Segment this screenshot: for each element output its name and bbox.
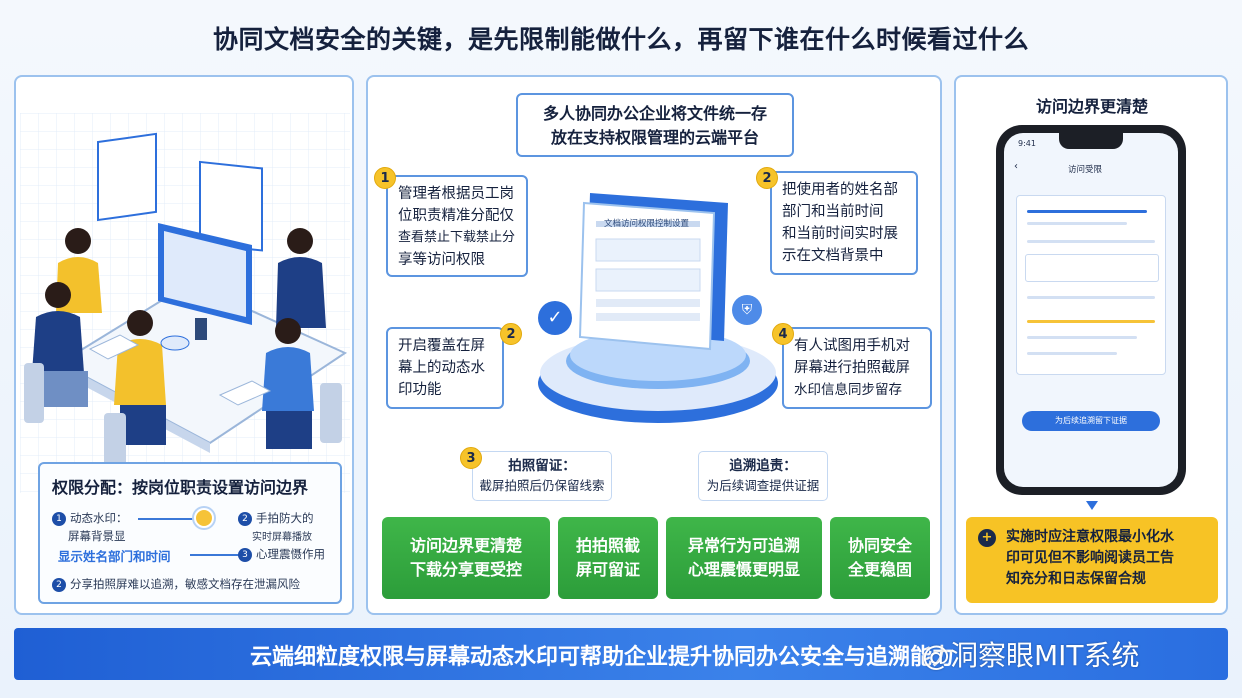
phone-doc bbox=[1016, 195, 1166, 375]
arrow-line bbox=[138, 518, 194, 520]
shield-icon: ⛨ bbox=[732, 295, 762, 325]
phone-screen: 9:41 ‹ 访问受限 为后续追溯留下证据 bbox=[1004, 133, 1178, 487]
doc-line bbox=[1027, 222, 1127, 225]
photo-evidence-tag: 拍照留证： 截屏拍照后仍保留线索 bbox=[472, 451, 612, 501]
doc-line bbox=[1027, 320, 1155, 323]
phone-mockup: 9:41 ‹ 访问受限 为后续追溯留下证据 bbox=[996, 125, 1186, 495]
cloud-platform-box: 多人协同办公企业将文件统一存 放在支持权限管理的云端平台 bbox=[516, 93, 794, 157]
step-badge-4: 4 bbox=[772, 323, 794, 345]
doc-header: 文档访问权限控制设置 bbox=[604, 219, 690, 229]
right-title: 访问边界更清楚 bbox=[1035, 97, 1148, 116]
card-photo-capture: 有人试图用手机对 屏幕进行拍照截屏 水印信息同步留存 bbox=[782, 327, 932, 409]
down-arrow-icon bbox=[1086, 501, 1098, 510]
step-badge-5: 3 bbox=[460, 447, 482, 469]
back-icon[interactable]: ‹ bbox=[1014, 161, 1018, 172]
num-badge: 1 bbox=[52, 512, 66, 526]
bg-row: 屏幕背景显 bbox=[68, 529, 126, 543]
doc-line bbox=[1027, 240, 1155, 243]
cloud-doc-illustration bbox=[538, 193, 778, 423]
benefit-evidence: 拍拍照截 屏可留证 bbox=[558, 517, 658, 599]
phone-notch bbox=[1059, 133, 1123, 149]
card-dynamic-watermark: 开启覆盖在屏 幕上的动态水 印功能 bbox=[386, 327, 504, 409]
office-illustration bbox=[20, 113, 350, 493]
permission-box-title: 权限分配：按岗位职责设置访问边界 bbox=[52, 478, 309, 497]
step-badge-3: 2 bbox=[500, 323, 522, 345]
num-badge: 2 bbox=[52, 578, 66, 592]
mid-panel: 多人协同办公企业将文件统一存 放在支持权限管理的云端平台 文档访问权限控制设置 … bbox=[366, 75, 942, 615]
phone-time: 9:41 bbox=[1018, 139, 1036, 148]
bottom-text: 云端细粒度权限与屏幕动态水印可帮助企业提升协同办公安全与追溯能力 bbox=[250, 645, 955, 670]
check-icon: ✓ bbox=[538, 301, 572, 335]
doc-line bbox=[1027, 296, 1155, 299]
benefit-secure: 协同安全 全更稳固 bbox=[830, 517, 930, 599]
trace-tag: 追溯追责： 为后续调查提供证据 bbox=[698, 451, 828, 501]
watermark-text: @洞察眼MIT系统 bbox=[922, 639, 1140, 672]
step-badge-2: 2 bbox=[756, 167, 778, 189]
phone-evidence-button[interactable]: 为后续追溯留下证据 bbox=[1022, 411, 1160, 431]
step-badge-1: 1 bbox=[374, 167, 396, 189]
right-panel: 访问边界更清楚 9:41 ‹ 访问受限 为后续追溯留下证据 + 实施时应注意权限… bbox=[954, 75, 1228, 615]
show-name-row: 显示姓名部门和时间 bbox=[58, 549, 171, 564]
plus-icon: + bbox=[978, 529, 996, 547]
phone-header: 访问受限 bbox=[1068, 165, 1103, 175]
num-badge: 2 bbox=[238, 512, 252, 526]
lock-icon bbox=[194, 508, 214, 528]
card-show-name: 把使用者的姓名部 部门和当前时间 和当前时间实时展 示在文档背景中 bbox=[770, 171, 918, 275]
page-title: 协同文档安全的关键，是先限制能做什么，再留下谁在什么时候看过什么 bbox=[212, 25, 1029, 54]
compliance-tip: + 实施时应注意权限最小化水 印可见但不影响阅读员工告 知充分和日志保留合规 bbox=[966, 517, 1218, 603]
bottom-banner: 云端细粒度权限与屏幕动态水印可帮助企业提升协同办公安全与追溯能力 bbox=[14, 628, 1228, 680]
arrow-line bbox=[190, 554, 246, 556]
realtime-row: 实时屏幕播放 bbox=[252, 532, 312, 543]
card-assign-permission: 管理者根据员工岗 位职责精准分配仅 查看禁止下载禁止分 享等访问权限 bbox=[386, 175, 528, 277]
doc-line bbox=[1027, 210, 1147, 213]
benefit-boundary: 访问边界更清楚 下载分享更受控 bbox=[382, 517, 550, 599]
doc-line bbox=[1027, 352, 1117, 355]
doc-block bbox=[1025, 254, 1159, 282]
doc-line bbox=[1027, 336, 1137, 339]
benefit-traceable: 异常行为可追溯 心理震慑更明显 bbox=[666, 517, 822, 599]
num-badge: 3 bbox=[238, 548, 252, 562]
